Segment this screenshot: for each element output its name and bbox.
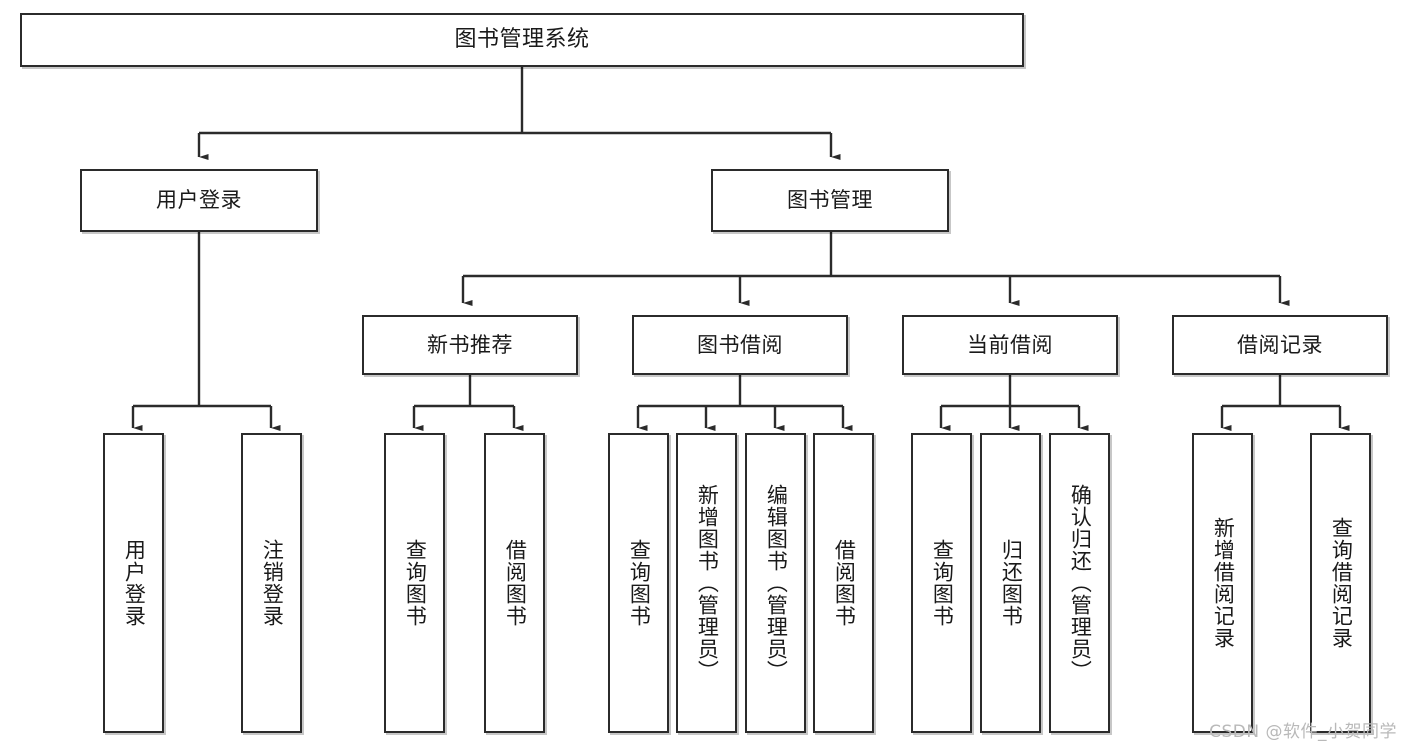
node-new-book-recommend[interactable]: 新书推荐 <box>362 315 578 375</box>
node-leaf-logout[interactable]: 注销登录 <box>241 433 302 733</box>
node-leaf-current-confirm-return[interactable]: 确认归还（管理员） <box>1049 433 1110 733</box>
node-user-login[interactable]: 用户登录 <box>80 169 318 232</box>
node-leaf-borrow-edit-book[interactable]: 编辑图书（管理员） <box>745 433 806 733</box>
node-leaf-borrow-query-book[interactable]: 查询图书 <box>608 433 669 733</box>
node-leaf-borrow-borrow-book[interactable]: 借阅图书 <box>813 433 874 733</box>
node-current-borrow[interactable]: 当前借阅 <box>902 315 1118 375</box>
node-leaf-borrow-add-book[interactable]: 新增图书（管理员） <box>676 433 737 733</box>
node-leaf-user-login[interactable]: 用户登录 <box>103 433 164 733</box>
node-leaf-record-query[interactable]: 查询借阅记录 <box>1310 433 1371 733</box>
node-leaf-current-query-book[interactable]: 查询图书 <box>911 433 972 733</box>
watermark-text: CSDN @软件_小贺同学 <box>1209 722 1397 742</box>
node-leaf-recommend-borrow-book[interactable]: 借阅图书 <box>484 433 545 733</box>
node-leaf-record-add[interactable]: 新增借阅记录 <box>1192 433 1253 733</box>
node-leaf-recommend-query-book[interactable]: 查询图书 <box>384 433 445 733</box>
node-root-system[interactable]: 图书管理系统 <box>20 13 1024 67</box>
node-leaf-current-return-book[interactable]: 归还图书 <box>980 433 1041 733</box>
node-book-borrow[interactable]: 图书借阅 <box>632 315 848 375</box>
node-book-manage[interactable]: 图书管理 <box>711 169 949 232</box>
node-borrow-record[interactable]: 借阅记录 <box>1172 315 1388 375</box>
